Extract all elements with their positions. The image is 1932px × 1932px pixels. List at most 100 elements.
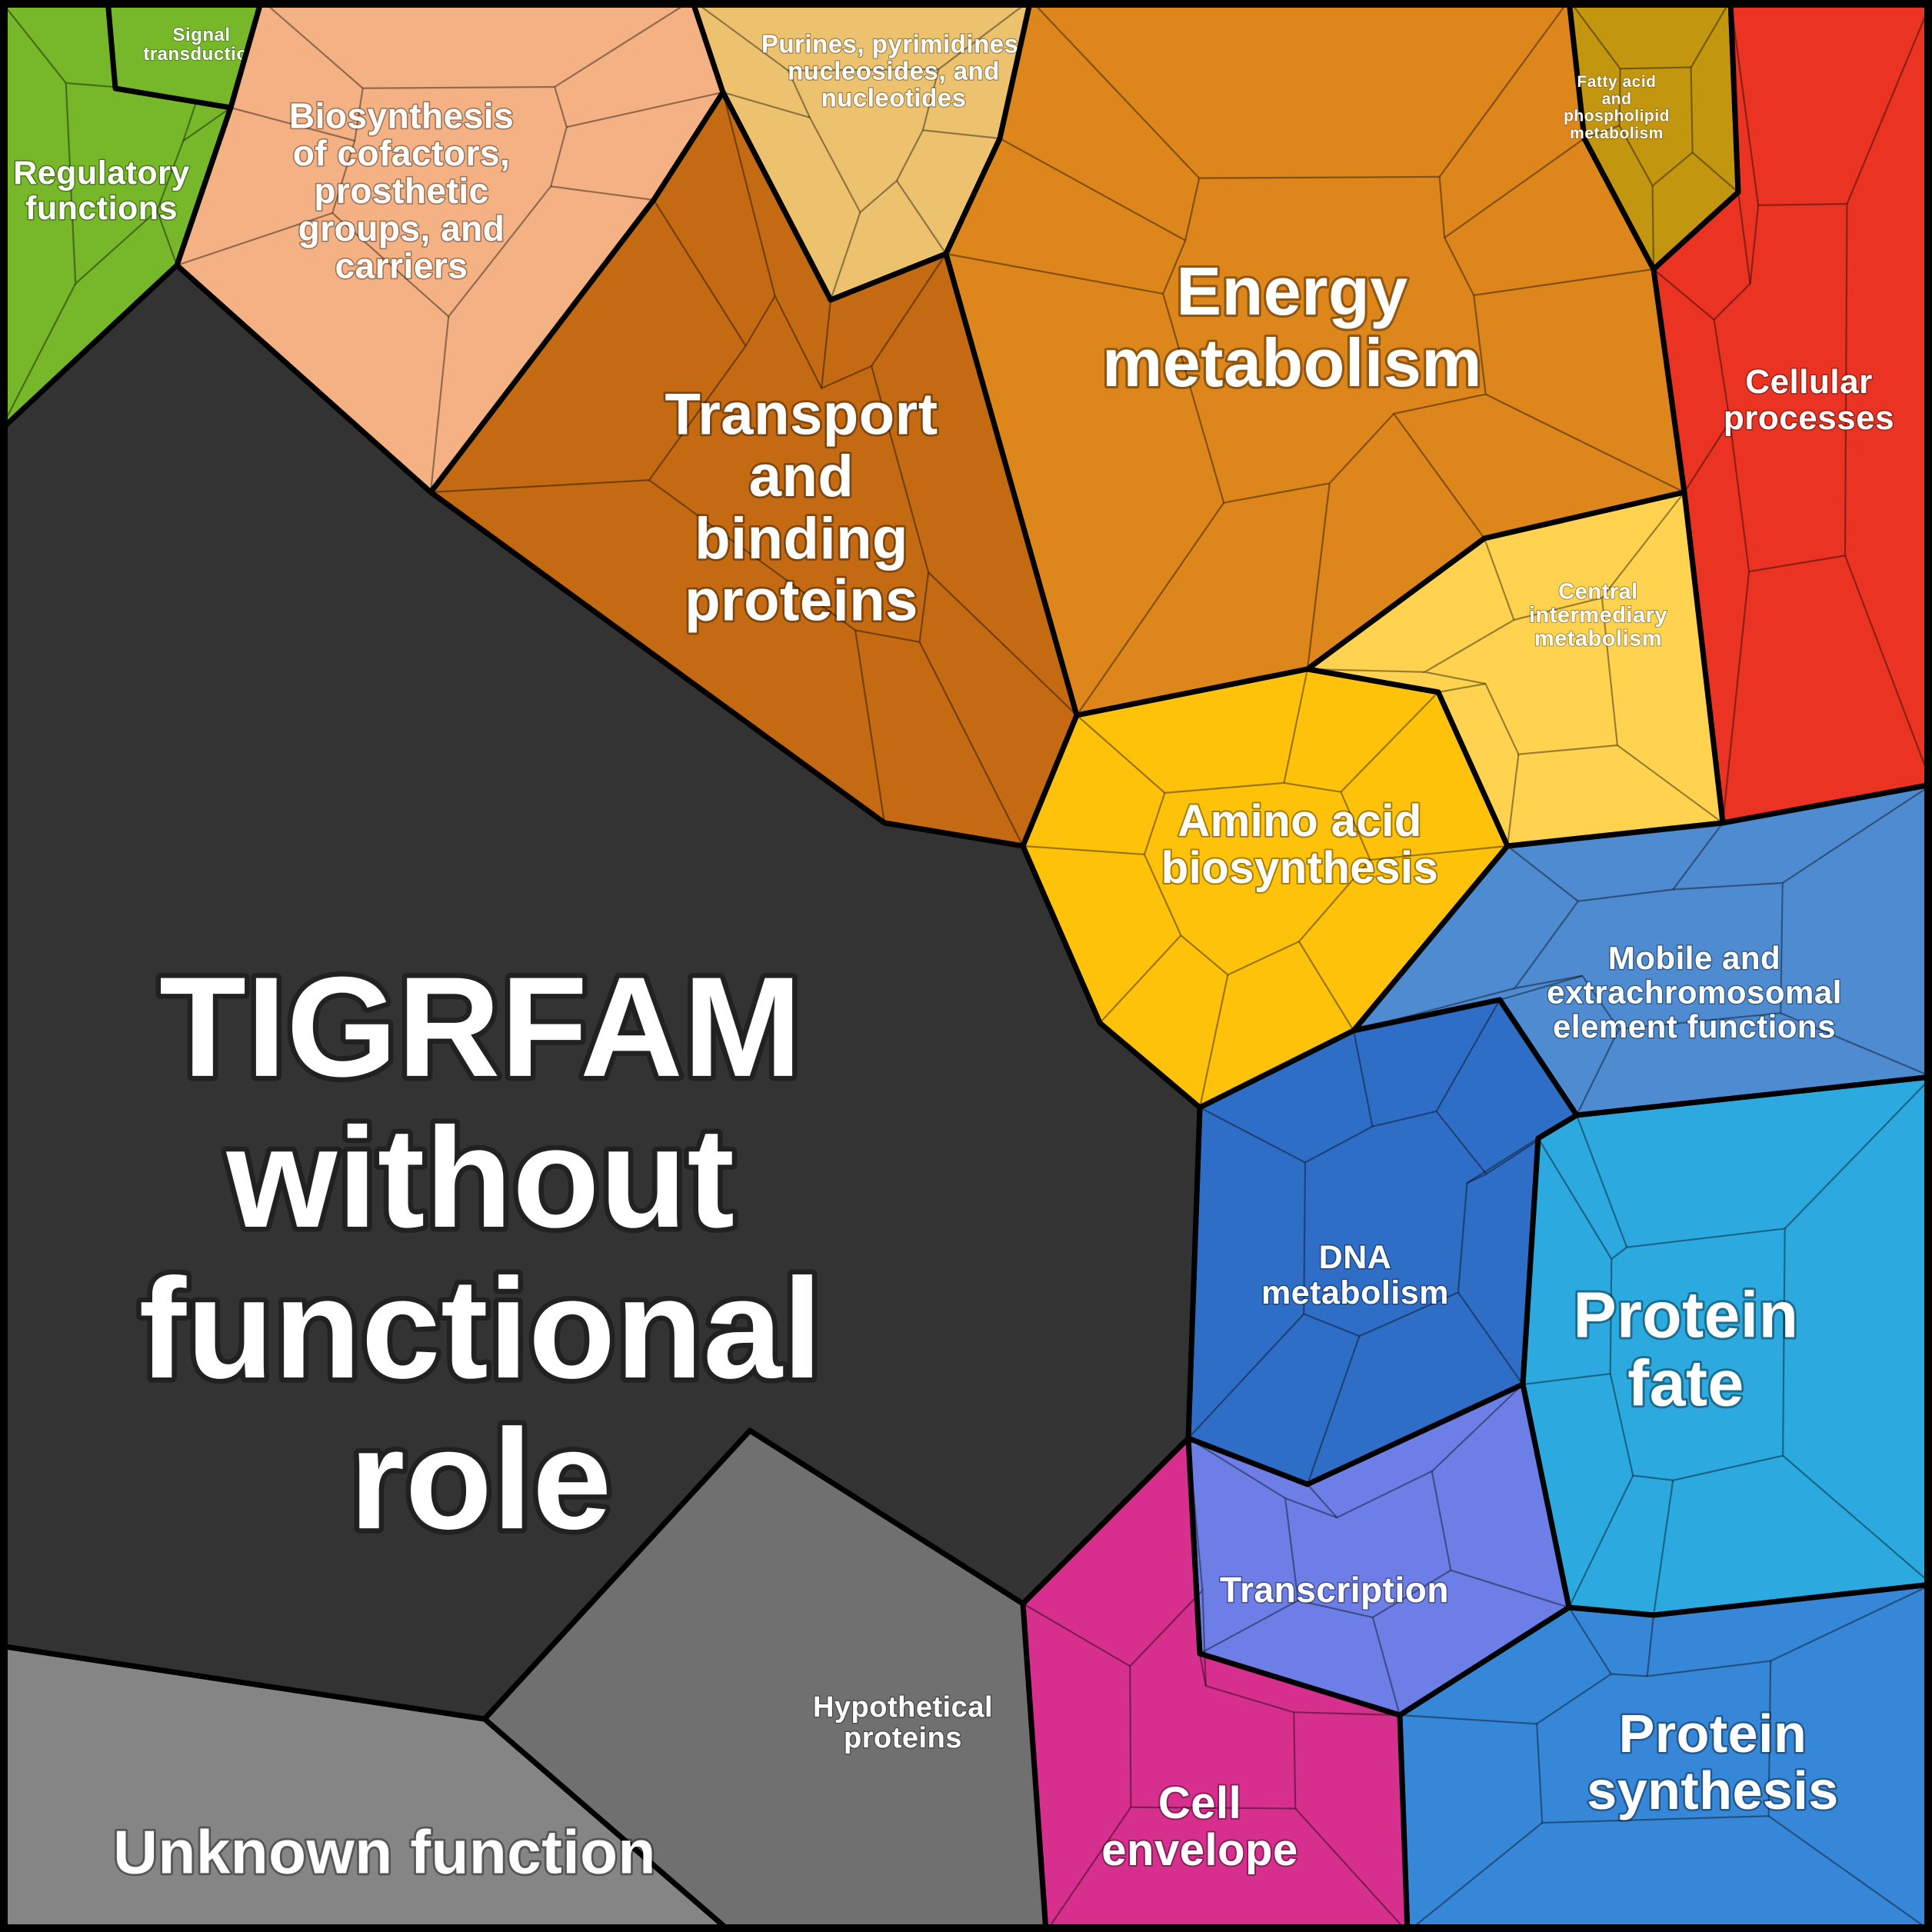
protein-synthesis-subcell-line: [1399, 1714, 1537, 1725]
purines-pyrimidines-nucleosides-nucleotides-subcell-line: [922, 129, 1001, 140]
regulatory-functions-subcell-line: [0, 0, 67, 84]
tigrfam-without-functional-role-label: without: [225, 1099, 734, 1257]
regulatory-functions-subcell-line: [182, 107, 232, 142]
central-intermediary-metabolism-subcell-line: [1617, 744, 1724, 824]
biosynthesis-of-cofactors-subcell-line: [566, 91, 724, 128]
biosynthesis-of-cofactors-subcell-line: [261, 0, 364, 89]
cell-envelope-subcell-line: [1045, 1807, 1132, 1932]
transport-and-binding-proteins-subcell-line: [871, 253, 947, 367]
mobile-and-extrachromosomal-element-functions-subcell-line: [1672, 822, 1724, 891]
energy-metabolism-subcell-lines: [1162, 175, 1487, 504]
tigrfam-without-functional-role-label: functional: [139, 1250, 823, 1408]
regulatory-functions-subcell-line: [156, 210, 178, 266]
biosynthesis-of-cofactors-subcell-line: [429, 316, 450, 493]
transport-and-binding-proteins-subcell-line: [721, 92, 776, 297]
dna-metabolism-subcell-lines: [1303, 1110, 1488, 1337]
protein-synthesis-subcell-line: [1646, 1614, 1655, 1677]
cellular-processes-subcell-line: [1729, 0, 1760, 206]
protein-fate-subcell-line: [1575, 1114, 1628, 1248]
hypothetical-proteins-label: Hypothetical: [813, 1691, 993, 1724]
purines-pyrimidines-nucleosides-nucleotides-subcell-line: [829, 212, 861, 301]
biosynthesis-of-cofactors-label: carriers: [335, 246, 468, 286]
biosynthesis-of-cofactors-subcell-lines: [331, 85, 568, 318]
amino-acid-biosynthesis-subcell-line: [1370, 844, 1508, 861]
purines-pyrimidines-nucleosides-nucleotides-subcell-line: [896, 180, 947, 255]
central-intermediary-metabolism-subcell-lines: [1422, 596, 1619, 755]
purines-pyrimidines-nucleosides-nucleotides-label: Purines, pyrimidines,: [761, 30, 1026, 58]
transport-and-binding-proteins-subcell-line: [653, 199, 747, 347]
transcription-subcell-line: [1371, 1617, 1401, 1716]
central-intermediary-metabolism-label: Central: [1558, 579, 1637, 604]
dna-metabolism-subcell-line: [1466, 1138, 1539, 1184]
tigrfam-without-functional-role-cell: [0, 262, 1203, 1722]
biosynthesis-of-cofactors-subcell-line: [230, 106, 355, 142]
transcription-subcell-line: [1450, 1569, 1570, 1609]
protein-synthesis-subcell-line: [1767, 1815, 1932, 1932]
purines-pyrimidines-nucleosides-nucleotides-subcell-line: [691, 0, 789, 72]
amino-acid-biosynthesis-subcell-lines: [1143, 781, 1371, 976]
fatty-acid-and-phospholipid-metabolism-subcell-line: [1584, 125, 1620, 140]
transport-and-binding-proteins-subcell-line: [430, 479, 650, 494]
protein-fate-subcell-line: [1782, 1454, 1932, 1585]
transport-and-binding-proteins-subcell-lines: [648, 294, 930, 644]
fatty-acid-and-phospholipid-metabolism-label: Fatty acid: [1577, 73, 1656, 91]
transport-and-binding-proteins-subcell-line: [928, 571, 1078, 716]
hypothetical-proteins-label: proteins: [844, 1722, 962, 1754]
unknown-function-label: Unknown function: [113, 1818, 656, 1887]
mobile-and-extrachromosomal-element-functions-label: Mobile and: [1608, 940, 1780, 976]
fatty-acid-and-phospholipid-metabolism-subcell-line: [1691, 152, 1739, 193]
energy-metabolism-subcell-line: [1438, 0, 1570, 178]
energy-metabolism-label: Energy: [1176, 253, 1407, 329]
transcription-subcell-line: [1199, 1599, 1299, 1654]
transport-and-binding-proteins-label: Transport: [665, 382, 938, 448]
purines-pyrimidines-nucleosides-nucleotides-subcell-line: [938, 0, 1031, 70]
cellular-processes-subcell-line: [1737, 192, 1751, 285]
dna-metabolism-subcell-line: [1188, 1313, 1305, 1439]
protein-fate-subcell-line: [1568, 1474, 1634, 1608]
mobile-and-extrachromosomal-element-functions-subcell-line: [1782, 784, 1932, 884]
regulatory-functions-label: functions: [25, 190, 178, 227]
protein-synthesis-label: Protein: [1619, 1704, 1807, 1764]
transport-and-binding-proteins-subcell-line: [821, 299, 832, 388]
signal-transduction-label: transduction: [143, 44, 259, 65]
cell-envelope-label: Cell: [1158, 1778, 1241, 1828]
biosynthesis-of-cofactors-label: prosthetic: [314, 171, 488, 211]
purines-pyrimidines-nucleosides-nucleotides-label: nucleosides, and: [788, 57, 1000, 85]
biosynthesis-of-cofactors-subcell-line: [554, 0, 693, 88]
protein-fate-subcell-line: [1652, 1480, 1674, 1616]
cellular-processes-label: Cellular: [1745, 363, 1872, 401]
central-intermediary-metabolism-subcell-line: [1307, 668, 1425, 673]
signal-transduction-label: Signal: [172, 25, 230, 45]
mobile-and-extrachromosomal-element-functions-subcell-line: [1499, 974, 1583, 1001]
tigrfam-without-functional-role-label: role: [349, 1401, 611, 1559]
mobile-and-extrachromosomal-element-functions-subcell-line: [1780, 1012, 1932, 1078]
fatty-acid-and-phospholipid-metabolism-label: and: [1602, 90, 1632, 108]
fatty-acid-and-phospholipid-metabolism-subcell-line: [1651, 185, 1655, 270]
energy-metabolism-label: metabolism: [1102, 325, 1482, 401]
protein-synthesis-subcell-line: [1407, 1822, 1543, 1932]
regulatory-functions-subcell-line: [0, 283, 77, 431]
protein-synthesis-subcell-line: [1770, 1584, 1932, 1662]
cell-envelope-subcell-line: [1187, 1437, 1204, 1591]
amino-acid-biosynthesis-subcell-line: [1076, 715, 1166, 794]
cell-envelope-subcell-line: [1294, 1711, 1401, 1717]
energy-metabolism-subcell-line: [1306, 483, 1331, 670]
central-intermediary-metabolism-subcell-line: [1506, 754, 1520, 847]
dna-metabolism-subcell-line: [1352, 1030, 1374, 1127]
dna-metabolism-subcell-line: [1435, 999, 1501, 1112]
regulatory-functions-label: Regulatory: [13, 155, 190, 192]
transcription-label: Transcription: [1220, 1570, 1449, 1610]
cell-envelope-label: envelope: [1101, 1825, 1297, 1875]
purines-pyrimidines-nucleosides-nucleotides-subcell-line: [722, 91, 811, 118]
cell-envelope-subcell-lines: [1129, 1588, 1297, 1810]
biosynthesis-of-cofactors-label: groups, and: [298, 208, 505, 248]
